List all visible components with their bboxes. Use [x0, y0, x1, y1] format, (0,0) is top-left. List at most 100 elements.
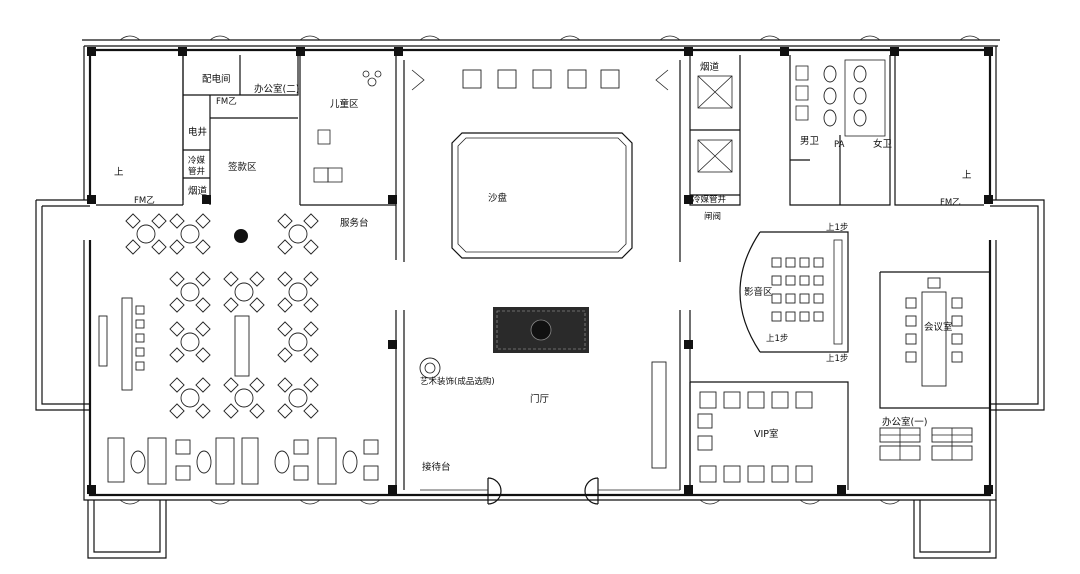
round-table	[180, 224, 200, 244]
chair	[169, 297, 185, 313]
label-stairs-right: 上	[962, 170, 972, 181]
chair	[195, 347, 211, 363]
lobby-carpet	[493, 307, 589, 353]
round-table	[288, 332, 308, 352]
outer-walls	[35, 35, 1045, 559]
label-fire-door-left-top: FM乙	[216, 97, 237, 107]
chair	[303, 321, 319, 337]
chair	[195, 239, 211, 255]
label-kids-area: 儿童区	[330, 98, 359, 110]
round-table	[136, 224, 156, 244]
round-table	[288, 282, 308, 302]
chair	[151, 213, 167, 229]
label-mens-wc: 男卫	[800, 136, 820, 147]
label-reception-desk: 接待台	[422, 461, 451, 473]
label-lobby: 门厅	[530, 393, 550, 405]
chair	[277, 403, 293, 419]
chair	[277, 239, 293, 255]
chair	[303, 213, 319, 229]
label-fire-door-right: FM乙	[940, 198, 961, 208]
chair	[169, 403, 185, 419]
label-office-one: 办公室(一)	[882, 416, 927, 428]
chair	[169, 271, 185, 287]
chair	[223, 403, 239, 419]
structural-columns	[87, 47, 993, 494]
chair	[169, 239, 185, 255]
hall-top-chairs	[411, 69, 669, 91]
chair	[195, 377, 211, 393]
cinema-seats	[771, 239, 843, 345]
meeting-table	[905, 277, 963, 387]
chair	[249, 297, 265, 313]
lounge-seating	[107, 437, 379, 485]
round-table	[288, 388, 308, 408]
chair	[277, 321, 293, 337]
chair	[169, 321, 185, 337]
chair	[223, 377, 239, 393]
chair	[195, 213, 211, 229]
interior-walls	[96, 55, 990, 490]
label-stairs-left: 上	[114, 167, 124, 178]
label-step-up-bottom: 上1步	[826, 354, 848, 364]
chair	[125, 213, 141, 229]
chair	[303, 377, 319, 393]
label-womens-wc: 女卫	[873, 138, 893, 150]
label-step-up-mid: 上1步	[766, 334, 788, 344]
round-table	[180, 282, 200, 302]
chair	[277, 213, 293, 229]
chair	[169, 347, 185, 363]
elevators	[697, 75, 733, 173]
chair	[151, 239, 167, 255]
chair	[303, 403, 319, 419]
chair	[223, 297, 239, 313]
label-office-two: 办公室(二)	[254, 83, 299, 95]
label-vip-room: VIP室	[754, 428, 779, 440]
chair	[169, 377, 185, 393]
label-pa: PA	[834, 140, 845, 150]
label-art-decor: 艺术装饰(成品选购)	[420, 376, 495, 387]
round-table	[288, 224, 308, 244]
label-drain-right: 闸阀	[704, 212, 721, 222]
chair	[195, 403, 211, 419]
round-table	[180, 332, 200, 352]
label-service-desk: 服务台	[340, 217, 369, 229]
chair	[223, 271, 239, 287]
chair	[249, 403, 265, 419]
label-fire-door-left: FM乙	[134, 196, 155, 206]
chair	[125, 239, 141, 255]
chair	[303, 297, 319, 313]
round-table	[180, 388, 200, 408]
label-chiller-shaft-left: 冷媒管井	[188, 155, 206, 177]
chair	[277, 297, 293, 313]
chair	[277, 377, 293, 393]
label-electric-shaft: 电井	[188, 126, 207, 138]
chair	[195, 321, 211, 337]
label-meeting-room: 会议室	[924, 321, 953, 333]
chair	[169, 213, 185, 229]
table-cluster	[125, 213, 319, 419]
chair	[277, 271, 293, 287]
label-chiller-shaft-right: 冷媒管井	[692, 194, 726, 205]
office-desks	[879, 427, 973, 461]
round-table	[234, 388, 254, 408]
misc-fixtures	[234, 70, 441, 379]
label-cinema-area: 影音区	[744, 286, 773, 298]
label-flue-left: 烟道	[188, 185, 208, 197]
label-step-up-top: 上1步	[826, 223, 848, 233]
chair	[303, 271, 319, 287]
room-labels: 配电间 办公室(二) 儿童区 电井 冷媒管井 签款区 烟道 上 FM乙 FM乙 …	[114, 61, 972, 473]
bar-counter	[98, 297, 250, 391]
chair	[195, 271, 211, 287]
label-sand-table: 沙盘	[488, 192, 508, 204]
sand-table	[451, 132, 633, 259]
round-table	[234, 282, 254, 302]
chair	[249, 377, 265, 393]
chair	[277, 347, 293, 363]
chair	[303, 347, 319, 363]
chair	[303, 239, 319, 255]
wc-fixtures	[795, 59, 886, 137]
vip-sofas	[651, 361, 813, 483]
label-power-room: 配电间	[202, 73, 231, 85]
entrance-doors	[420, 477, 680, 505]
